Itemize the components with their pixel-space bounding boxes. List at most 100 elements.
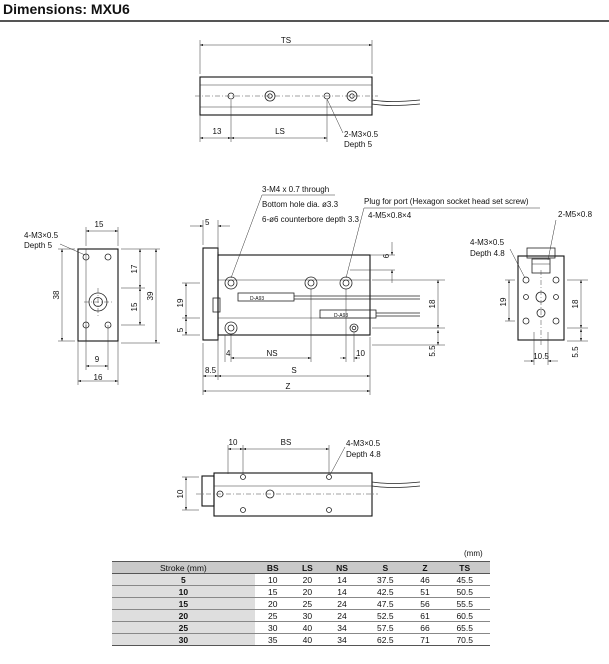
cell-ts: 60.5 [439, 609, 490, 622]
cell-ls: 40 [290, 621, 324, 634]
table-row: 5 10 20 14 37.5 46 45.5 [112, 573, 490, 586]
cell-stroke: 20 [112, 609, 255, 622]
cell-s: 42.5 [360, 585, 411, 598]
cell-stroke: 30 [112, 633, 255, 646]
front-d55-label: 5.5 [428, 345, 437, 357]
cell-s: 57.5 [360, 621, 411, 634]
cell-ns: 34 [323, 633, 361, 646]
right-d55-label: 5.5 [571, 346, 580, 358]
cell-bs: 15 [254, 585, 291, 598]
top-callout-thread: 2-M3×0.5 [344, 130, 379, 139]
header-ls: LS [290, 561, 324, 574]
table-unit-label: (mm) [464, 549, 483, 558]
front-note-bottom-hole: Bottom hole dia. ø3.3 [262, 200, 339, 209]
cell-z: 51 [410, 585, 440, 598]
cell-ns: 24 [323, 597, 361, 610]
cell-ts: 65.5 [439, 621, 490, 634]
front-view: D-A93 D-A93 3-M4 x 0.7 through Bottom ho… [176, 185, 540, 395]
cell-bs: 30 [254, 621, 291, 634]
header-bs: BS [254, 561, 291, 574]
cell-ns: 24 [323, 609, 361, 622]
cell-ns: 14 [323, 573, 361, 586]
offset-13-label: 13 [213, 127, 222, 136]
front-note-counterbore: 6-ø6 counterbore depth 3.3 [262, 215, 360, 224]
ts-label: TS [281, 36, 291, 45]
cell-z: 66 [410, 621, 440, 634]
left-w9-label: 9 [95, 355, 100, 364]
front-z-label: Z [286, 382, 291, 391]
right-d19-label: 19 [499, 297, 508, 306]
table-header-row: Stroke (mm) BS LS NS S Z TS [112, 561, 490, 574]
ls-label: LS [275, 127, 285, 136]
table-row: 30 35 40 34 62.5 71 70.5 [112, 633, 490, 646]
front-plug-note: Plug for port (Hexagon socket head set s… [364, 197, 529, 206]
cell-bs: 25 [254, 609, 291, 622]
front-port-note: 4-M5×0.8×4 [368, 211, 412, 220]
cell-ts: 70.5 [439, 633, 490, 646]
bottom-d10-label: 10 [229, 438, 238, 447]
bottom-bs-label: BS [281, 438, 292, 447]
top-view: TS 13 LS 2-M3×0.5 Depth 5 [195, 36, 421, 149]
header-z: Z [410, 561, 440, 574]
cell-s: 37.5 [360, 573, 411, 586]
front-d6-label: 6 [382, 253, 391, 258]
header-ts: TS [439, 561, 490, 574]
left-callout-depth: Depth 5 [24, 241, 53, 250]
front-d4-label: 4 [226, 349, 231, 358]
cell-stroke: 15 [112, 597, 255, 610]
cell-bs: 35 [254, 633, 291, 646]
cell-stroke: 25 [112, 621, 255, 634]
right-port-label: 2-M5×0.8 [558, 210, 593, 219]
table-row: 15 20 25 24 47.5 56 55.5 [112, 597, 490, 610]
left-w16-label: 16 [94, 373, 103, 382]
front-note-through: 3-M4 x 0.7 through [262, 185, 329, 194]
cell-z: 56 [410, 597, 440, 610]
switch-label-2: D-A93 [334, 313, 348, 319]
cell-z: 46 [410, 573, 440, 586]
bottom-callout-thread: 4-M3×0.5 [346, 439, 381, 448]
left-end-view: 15 9 16 38 17 15 39 4-M3×0.5 Depth 5 [24, 220, 160, 385]
left-h38-label: 38 [52, 290, 61, 299]
front-d19-label: 19 [176, 298, 185, 307]
cell-stroke: 10 [112, 585, 255, 598]
front-ns-label: NS [266, 349, 277, 358]
front-d10-label: 10 [356, 349, 365, 358]
dimension-table: Stroke (mm) BS LS NS S Z TS 5 10 20 14 3… [112, 561, 490, 646]
header-ns: NS [323, 561, 361, 574]
cell-ls: 25 [290, 597, 324, 610]
cell-ls: 20 [290, 585, 324, 598]
bottom-d10-side-label: 10 [176, 489, 185, 498]
table-row: 20 25 30 24 52.5 61 60.5 [112, 609, 490, 622]
front-d18-label: 18 [428, 299, 437, 308]
front-d5-top-label: 5 [205, 218, 210, 227]
switch-label-1: D-A93 [250, 296, 264, 302]
cell-ls: 40 [290, 633, 324, 646]
right-callout-thread: 4-M3×0.5 [470, 238, 505, 247]
right-d105-label: 10.5 [533, 352, 549, 361]
table-row: 10 15 20 14 42.5 51 50.5 [112, 585, 490, 598]
right-end-view: 4-M3×0.5 Depth 4.8 2-M5×0.8 19 18 5.5 10… [470, 210, 593, 365]
cell-ls: 30 [290, 609, 324, 622]
left-h15-label: 15 [130, 302, 139, 311]
dimension-drawing: TS 13 LS 2-M3×0.5 Depth 5 15 9 16 [24, 36, 593, 517]
header-s: S [360, 561, 411, 574]
cell-s: 47.5 [360, 597, 411, 610]
cell-bs: 20 [254, 597, 291, 610]
title-divider [0, 20, 609, 22]
bottom-callout-depth: Depth 4.8 [346, 450, 381, 459]
cell-ns: 14 [323, 585, 361, 598]
cell-ls: 20 [290, 573, 324, 586]
cell-ns: 34 [323, 621, 361, 634]
left-h17-label: 17 [130, 264, 139, 273]
right-d18-label: 18 [571, 299, 580, 308]
table-row: 25 30 40 34 57.5 66 65.5 [112, 621, 490, 634]
cell-ts: 50.5 [439, 585, 490, 598]
left-w15-label: 15 [95, 220, 104, 229]
header-stroke: Stroke (mm) [112, 561, 255, 574]
front-s-label: S [291, 366, 296, 375]
cell-ts: 55.5 [439, 597, 490, 610]
cell-z: 71 [410, 633, 440, 646]
cell-ts: 45.5 [439, 573, 490, 586]
bottom-view: 10 BS 10 4-M3×0.5 Depth 4.8 [176, 438, 421, 517]
top-callout-depth: Depth 5 [344, 140, 373, 149]
